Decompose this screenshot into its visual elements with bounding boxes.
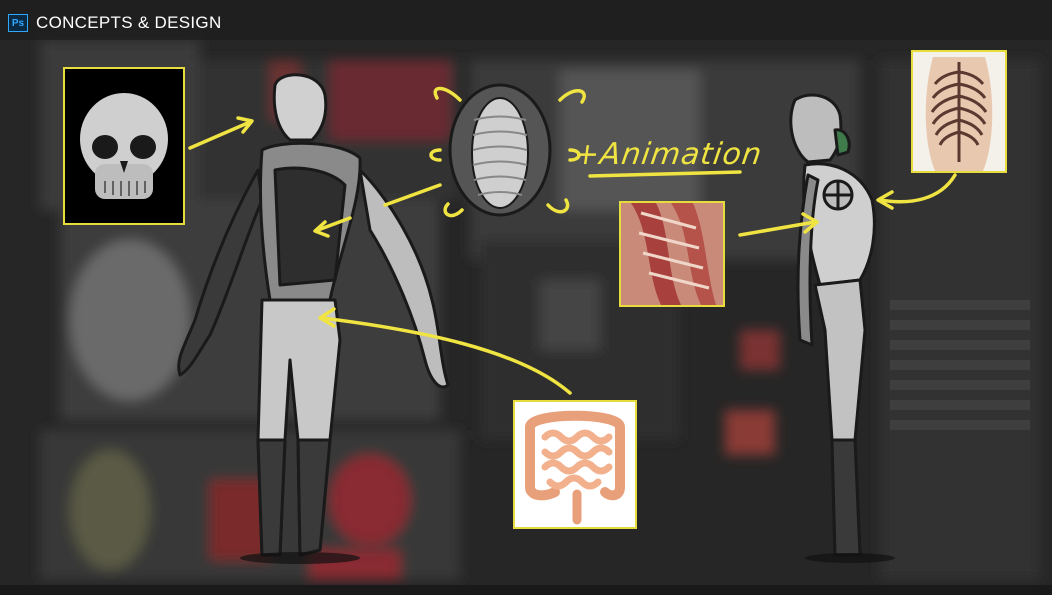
intestines-reference-image	[513, 400, 637, 529]
ribcage-reference-image	[911, 50, 1007, 173]
animation-annotation: +Animation	[572, 137, 765, 172]
muscle-reference-image	[619, 201, 725, 307]
skull-reference-image	[63, 67, 185, 225]
